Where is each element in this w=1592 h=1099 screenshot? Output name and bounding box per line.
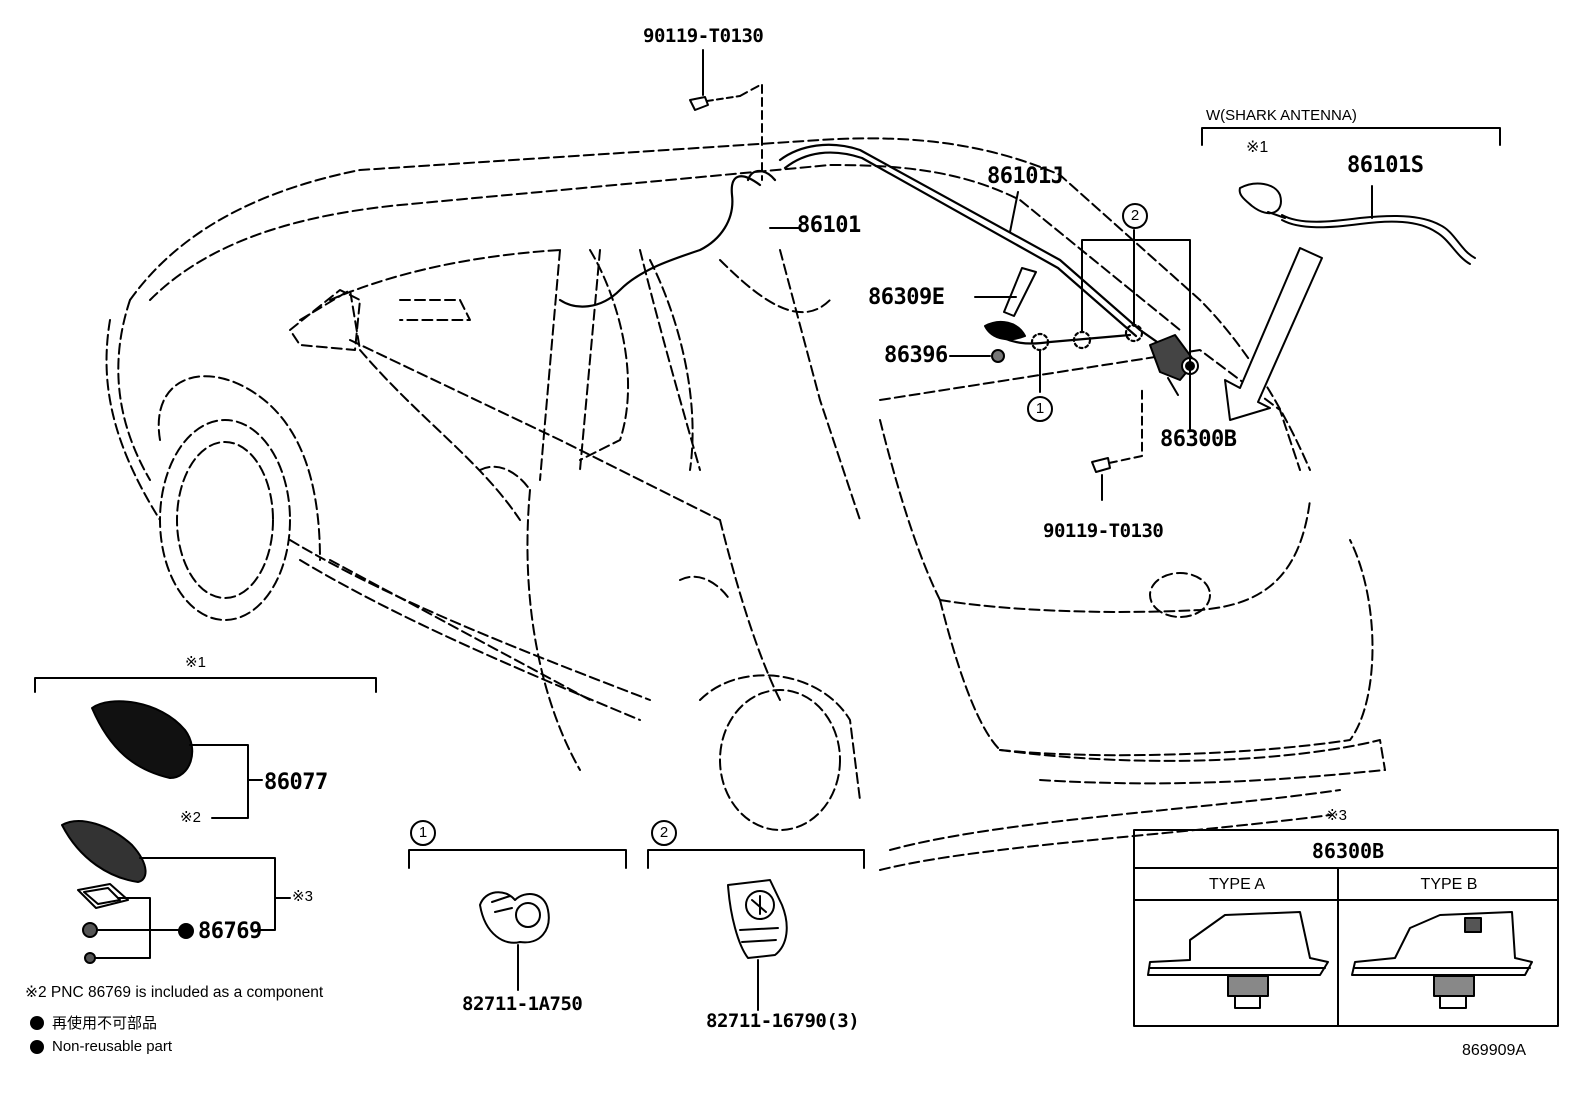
antenna-mast-shape: [1003, 267, 1037, 317]
clip-callout-2: 2: [651, 820, 677, 846]
type-table-mark: ※3: [1326, 807, 1347, 824]
shark-antenna-bracket: [1201, 127, 1501, 421]
part-86396-label: 86396: [884, 343, 948, 368]
clip-brackets: [408, 849, 865, 1011]
legend-row-en: Non-reusable part: [30, 1038, 172, 1055]
diagram-id: 869909A: [1462, 1042, 1527, 1059]
shark-antenna-title: W(SHARK ANTENNA): [1206, 107, 1357, 124]
antenna-cable: [558, 143, 1192, 367]
inset-mark-1: ※1: [185, 654, 206, 671]
left-inset-drawing: [34, 677, 377, 964]
type-table-title: 86300B: [1311, 839, 1385, 863]
part-86101j-label: 86101J: [987, 164, 1064, 189]
part-86101-label: 86101: [797, 213, 861, 238]
vehicle-outline: [105, 137, 1386, 871]
clip-callout-1: 1: [410, 820, 436, 846]
clip-2-shape: [727, 879, 788, 1011]
legend-dot-icon: [30, 1039, 44, 1054]
legend-row-jp: 再使用不可部品: [30, 1012, 157, 1033]
inset-mark-3: ※3: [292, 888, 313, 905]
type-a-shape: [1147, 911, 1329, 1009]
legend-dot-icon: [30, 1015, 44, 1030]
part-86300b-label: 86300B: [1160, 427, 1237, 452]
type-table-frame: [1133, 829, 1559, 1027]
clip-1-part-label: 82711-1A750: [462, 993, 583, 1015]
part-86077-label: 86077: [264, 770, 328, 795]
type-a-header: TYPE A: [1208, 876, 1266, 893]
part-86101s-label: 86101S: [1347, 153, 1424, 178]
callout-2: 2: [1122, 203, 1148, 229]
legend-jp-text: 再使用不可部品: [52, 1015, 158, 1032]
bolt-bottom-shape: [1091, 389, 1143, 473]
bolt-top-label: 90119-T0130: [643, 25, 764, 47]
inset-mark-2: ※2: [180, 809, 201, 826]
type-b-shape: [1351, 911, 1533, 1009]
bolt-bottom-label: 90119-T0130: [1043, 520, 1164, 542]
part-86309e-label: 86309E: [868, 285, 945, 310]
part-86769-label: 86769: [198, 919, 262, 944]
clip-2-part-label: 82711-16790(3): [706, 1010, 860, 1032]
callout-1: 1: [1027, 396, 1053, 422]
pnc-note: ※2 PNC 86769 is included as a component: [25, 984, 324, 1001]
clip-1-shape: [479, 891, 550, 991]
shark-antenna-note-mark: ※1: [1246, 139, 1269, 156]
legend-en-text: Non-reusable part: [52, 1038, 173, 1055]
type-b-header: TYPE B: [1420, 876, 1478, 893]
bolt-top-shape: [689, 83, 763, 181]
